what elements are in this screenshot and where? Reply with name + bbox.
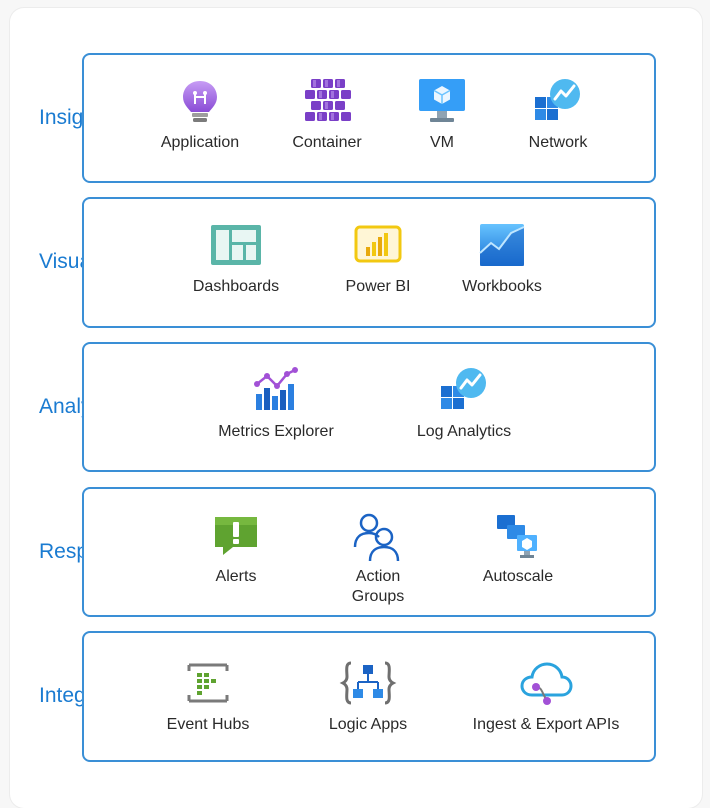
- item-label: Log Analytics: [416, 423, 512, 440]
- item-label: Ingest & Export APIs: [472, 716, 620, 733]
- logic-apps-icon: [339, 661, 397, 705]
- item-ingest-export-apis: Ingest & Export APIs: [461, 659, 631, 735]
- item-label: Application: [160, 134, 240, 151]
- item-autoscale: Autoscale: [433, 511, 603, 587]
- item-label: Event Hubs: [166, 716, 250, 733]
- item-vm: VM: [357, 77, 527, 153]
- item-log-analytics: Log Analytics: [379, 366, 549, 442]
- item-event-hubs: Event Hubs: [123, 659, 293, 735]
- item-container: Container: [242, 77, 412, 153]
- item-label: Metrics Explorer: [218, 423, 334, 440]
- event-hub-icon: [187, 663, 229, 703]
- alert-icon: [215, 517, 257, 555]
- item-dashboards: Dashboards: [151, 221, 321, 297]
- section-box-insights: Application Container VM: [82, 53, 656, 183]
- autoscale-icon: [497, 515, 537, 558]
- metrics-chart-icon: [254, 367, 298, 410]
- item-action-groups: Action Groups: [293, 511, 463, 607]
- log-analytics-icon: [441, 368, 486, 409]
- section-box-integrate: Event Hubs Logic Apps Ingest & Export AP…: [82, 631, 656, 762]
- network-chart-icon: [535, 79, 580, 120]
- lightbulb-icon: [183, 81, 217, 122]
- section-box-analyze: Metrics Explorer Log Analytics: [82, 342, 656, 472]
- item-power-bi: Power BI: [293, 221, 463, 297]
- item-label: Container: [292, 134, 362, 151]
- users-icon: [353, 513, 400, 562]
- section-box-visualize: Dashboards Power BI Workbooks: [82, 197, 656, 328]
- item-network: Network: [473, 77, 643, 153]
- item-label: Power BI: [345, 278, 411, 295]
- item-label: Logic Apps: [328, 716, 408, 733]
- dashboard-icon: [211, 225, 261, 265]
- cloud-api-icon: [520, 662, 573, 705]
- item-logic-apps: Logic Apps: [283, 659, 453, 735]
- section-box-respond: Alerts Action Groups Autoscale: [82, 487, 656, 617]
- item-workbooks: Workbooks: [417, 221, 587, 297]
- item-label: Dashboards: [192, 278, 280, 295]
- item-label: Network: [528, 134, 588, 151]
- item-metrics-explorer: Metrics Explorer: [191, 366, 361, 442]
- container-grid-icon: [305, 79, 351, 121]
- item-alerts: Alerts: [151, 511, 321, 587]
- item-label: VM: [430, 134, 454, 151]
- item-label: Alerts: [215, 568, 257, 585]
- workbook-icon: [479, 224, 525, 266]
- monitor-icon: [419, 79, 465, 122]
- item-application: Application: [115, 77, 285, 153]
- item-label: Action Groups: [351, 568, 405, 605]
- item-label: Workbooks: [462, 278, 542, 295]
- power-bi-icon: [354, 225, 402, 263]
- item-label: Autoscale: [482, 568, 554, 585]
